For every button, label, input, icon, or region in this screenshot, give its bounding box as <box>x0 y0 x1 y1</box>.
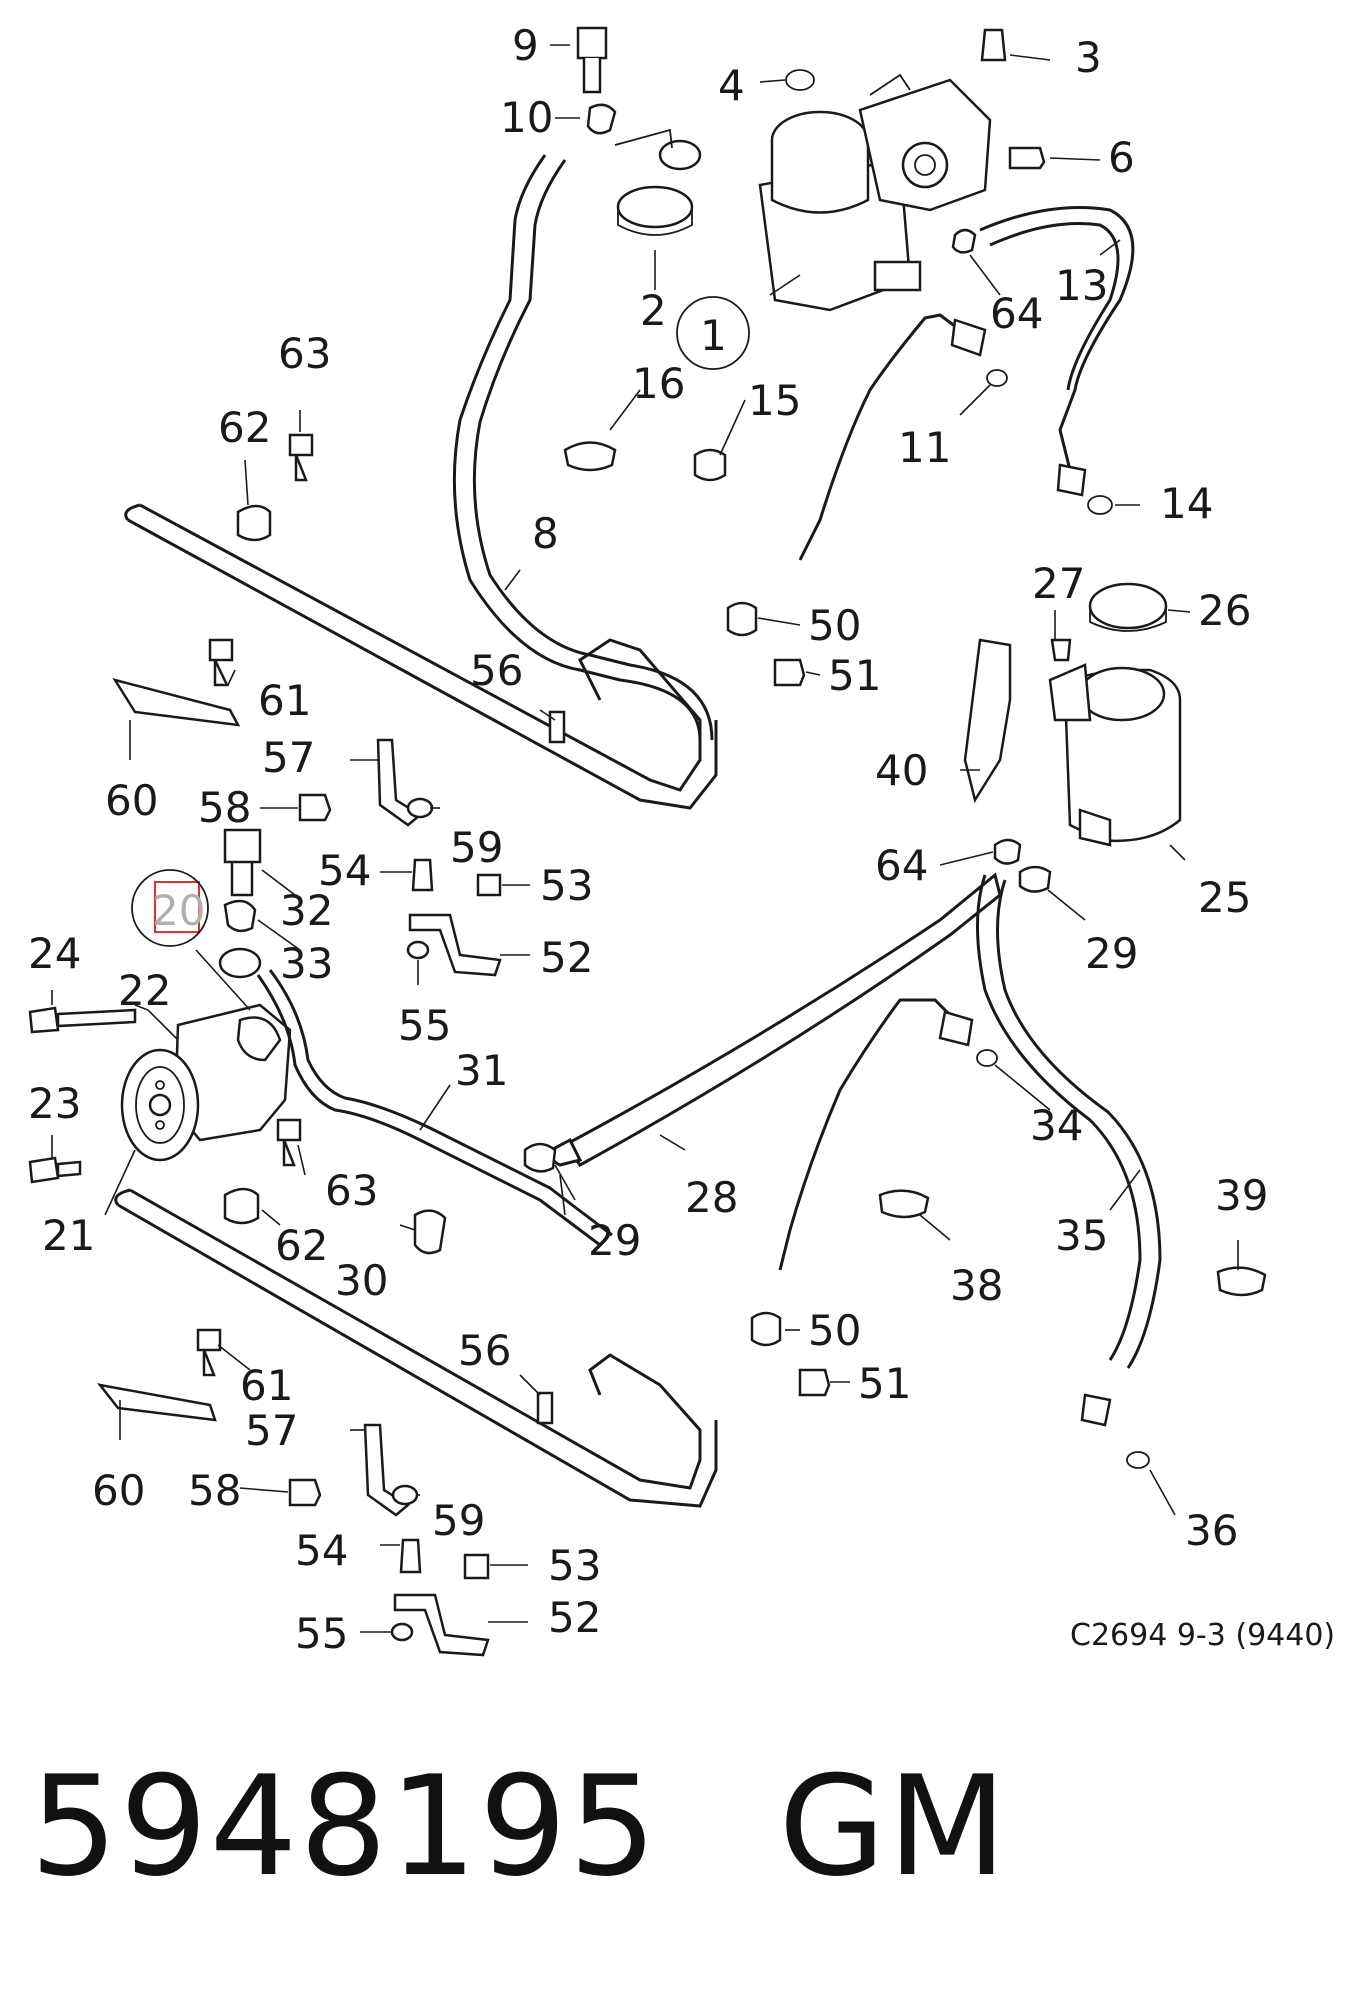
callout-59-top: 59 <box>450 823 503 872</box>
callout-38: 38 <box>950 1261 1003 1310</box>
leader-lines <box>51 44 1239 1633</box>
callout-57-top: 57 <box>262 733 315 782</box>
callout-54-bottom: 54 <box>295 1526 348 1575</box>
bolt-part-63-top <box>288 433 314 482</box>
callout-25: 25 <box>1198 873 1251 922</box>
callout-3: 3 <box>1075 33 1102 82</box>
callout-55-bottom: 55 <box>295 1609 348 1658</box>
callout-30: 30 <box>335 1256 388 1305</box>
callout-31: 31 <box>455 1046 508 1095</box>
callout-63-top: 63 <box>278 329 331 378</box>
remote-reservoir <box>963 582 1182 847</box>
callout-2: 2 <box>640 286 667 335</box>
callout-56-top: 56 <box>470 646 523 695</box>
callout-51-bottom: 51 <box>858 1359 911 1408</box>
callout-4: 4 <box>718 61 745 110</box>
callout-55-top: 55 <box>398 1001 451 1050</box>
callout-60-bottom: 60 <box>92 1466 145 1515</box>
clip-part-10 <box>586 103 617 135</box>
callout-13: 13 <box>1055 261 1108 310</box>
bolt-part-58-top <box>298 793 332 822</box>
bolt-part-6 <box>1008 146 1046 170</box>
callout-62-top: 62 <box>218 403 271 452</box>
callout-50-bottom: 50 <box>808 1306 861 1355</box>
callout-36: 36 <box>1185 1506 1238 1555</box>
callout-16: 16 <box>632 359 685 408</box>
callout-8: 8 <box>532 509 559 558</box>
callout-15: 15 <box>748 376 801 425</box>
callout-22: 22 <box>118 966 171 1015</box>
callout-9: 9 <box>512 21 539 70</box>
callout-64-top: 64 <box>990 289 1043 338</box>
callout-34: 34 <box>1030 1101 1083 1150</box>
callout-54-top: 54 <box>318 846 371 895</box>
callout-53-bottom: 53 <box>548 1541 601 1590</box>
callout-21: 21 <box>42 1211 95 1260</box>
cap-part-2 <box>616 185 694 229</box>
brand-name: GM <box>778 1746 1009 1907</box>
upper-pipe-bundle <box>112 433 806 977</box>
callout-58-bottom: 58 <box>188 1466 241 1515</box>
callout-52-top: 52 <box>540 933 593 982</box>
pump-assembly <box>28 869 292 1184</box>
callout-10: 10 <box>500 93 553 142</box>
clip-part-15 <box>693 448 727 482</box>
callout-52-bottom: 52 <box>548 1593 601 1642</box>
callout-32: 32 <box>280 886 333 935</box>
callout-40: 40 <box>875 746 928 795</box>
bolt-part-24 <box>28 1006 137 1034</box>
callout-58-top: 58 <box>198 783 251 832</box>
callout-14: 14 <box>1160 479 1213 528</box>
callout-56-bottom: 56 <box>458 1326 511 1375</box>
callout-24: 24 <box>28 929 81 978</box>
callout-27: 27 <box>1032 559 1085 608</box>
callout-59-bottom: 59 <box>432 1496 485 1545</box>
callout-33: 33 <box>280 939 333 988</box>
sensor-part-3 <box>980 28 1007 62</box>
callout-63-bottom: 63 <box>325 1166 378 1215</box>
callout-26: 26 <box>1198 586 1251 635</box>
callout-6: 6 <box>1108 133 1135 182</box>
bottom-hoses <box>256 838 1267 1469</box>
callout-20: 20 <box>152 886 205 935</box>
highlight-box-part-20 <box>154 881 200 933</box>
callout-29-right: 29 <box>1085 929 1138 978</box>
callout-50-top: 50 <box>808 601 861 650</box>
callout-35: 35 <box>1055 1211 1108 1260</box>
part-number: 5948195 <box>30 1746 659 1907</box>
callout-53-top: 53 <box>540 861 593 910</box>
grommet-part-62-top <box>236 504 272 542</box>
bolt-part-9 <box>576 26 608 94</box>
callout-23: 23 <box>28 1079 81 1128</box>
top-assembly <box>452 26 1135 741</box>
callout-64-mid: 64 <box>875 841 928 890</box>
callout-60-top: 60 <box>105 776 158 825</box>
bolt-part-61-top <box>208 638 234 687</box>
callout-61-bottom: 61 <box>240 1361 293 1410</box>
bracket-part-60-top <box>112 677 241 727</box>
callout-57-bottom: 57 <box>245 1406 298 1455</box>
bolt-part-23 <box>28 1156 82 1184</box>
callout-39: 39 <box>1215 1171 1268 1220</box>
callout-1: 1 <box>700 311 727 360</box>
callout-labels: 9 10 4 3 6 2 1 64 13 11 14 15 16 8 63 62… <box>28 21 1335 1658</box>
lower-pipe-bundle <box>96 1118 831 1657</box>
oring-part-4 <box>785 69 815 91</box>
callout-62-bottom: 62 <box>275 1221 328 1270</box>
callout-29-mid: 29 <box>588 1216 641 1265</box>
callout-28: 28 <box>685 1173 738 1222</box>
part-footer: 5948195 GM <box>30 1752 1009 1902</box>
callout-61-top: 61 <box>258 676 311 725</box>
callout-51-top: 51 <box>828 651 881 700</box>
reservoir-pump-top <box>758 73 992 312</box>
clamp-part-16 <box>563 441 617 472</box>
diagram-reference: C2694 9-3 (9440) <box>1070 1618 1335 1653</box>
callout-11: 11 <box>898 423 951 472</box>
